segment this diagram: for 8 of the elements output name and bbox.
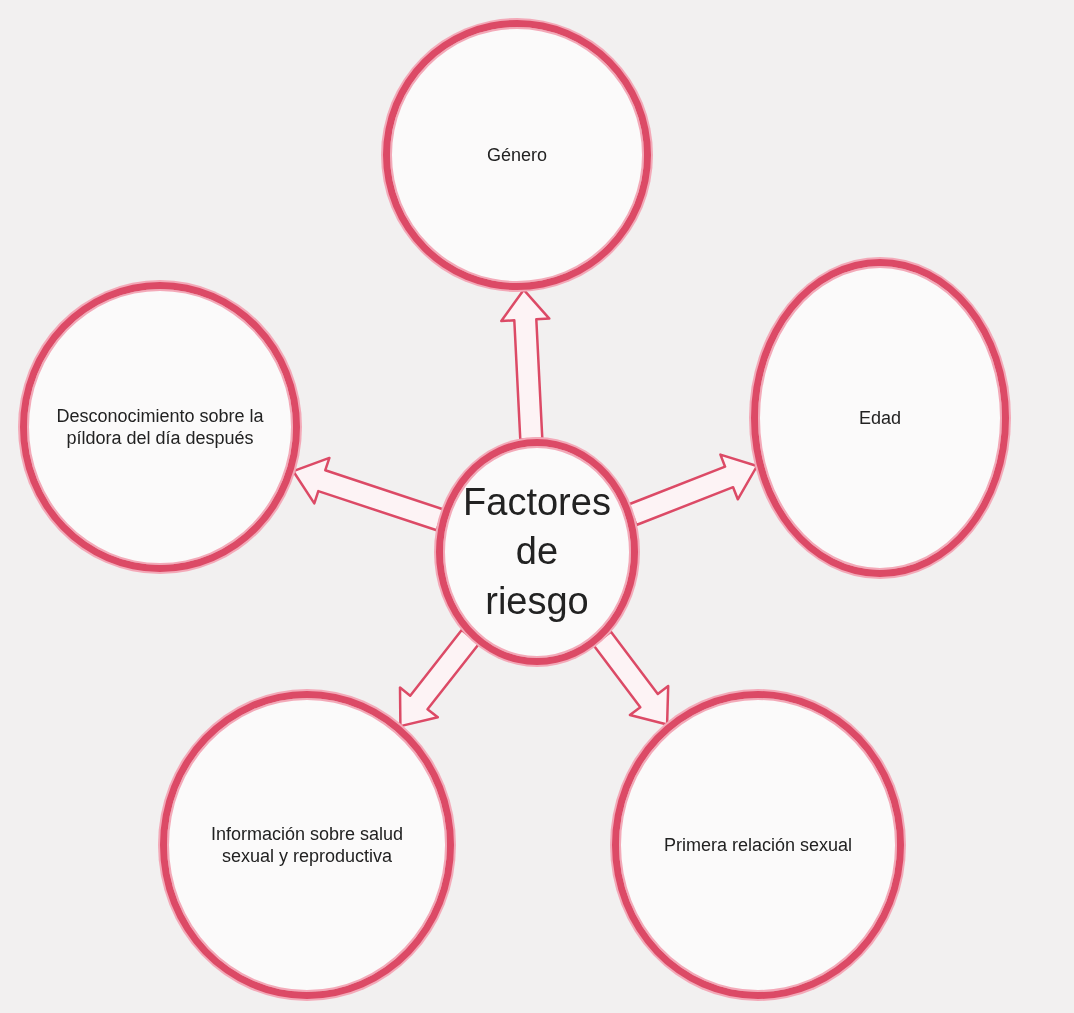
block-arrow (398, 628, 481, 728)
node-label: Desconocimiento sobre la píldora del día después (55, 404, 265, 450)
node-label: Primera relación sexual (663, 833, 853, 857)
node-label: Información sobre salud sexual y reproductiva (209, 822, 405, 868)
node-label: Factores de riesgo (463, 479, 611, 624)
node-label: Género (486, 143, 547, 167)
block-arrow (592, 630, 670, 726)
node-label: Edad (858, 406, 901, 430)
